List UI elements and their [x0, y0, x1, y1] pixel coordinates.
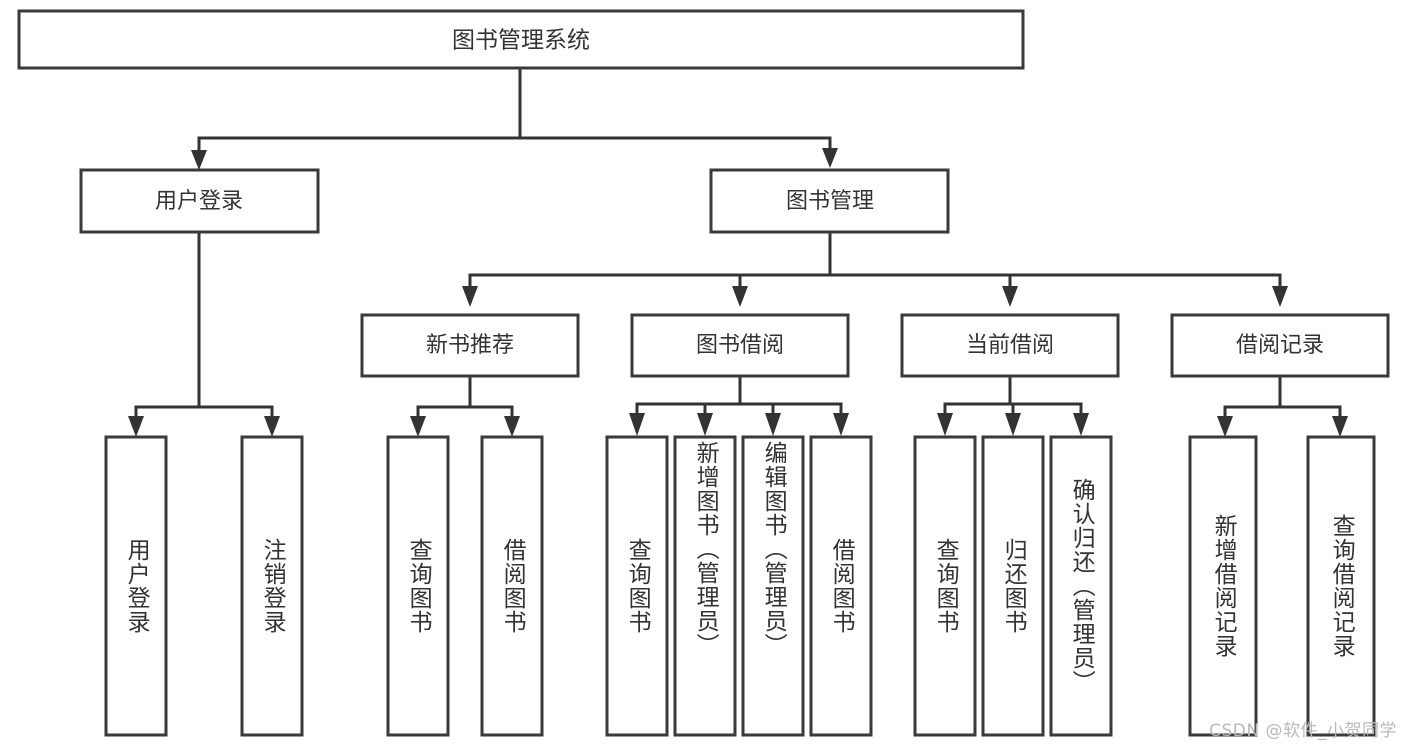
leaf-box-edit-book[interactable]	[741, 435, 805, 737]
arrow-head-leaf-borrow-book-1	[504, 416, 520, 437]
arrow-head-user-login	[191, 150, 207, 170]
connector-book-borrow-to-leaves	[629, 374, 849, 436]
leaf-box-borrow-book-1[interactable]	[480, 435, 544, 737]
leaf-box-confirm-return[interactable]	[1049, 435, 1113, 737]
node-book-management-rect[interactable]	[709, 168, 950, 234]
connectors-root	[128, 66, 1348, 437]
arrow-head-new-book-recommend	[462, 286, 478, 307]
leaf-box-query-record[interactable]	[1306, 435, 1376, 737]
node-book-management[interactable]: 图书管理	[709, 168, 950, 234]
node-user-login-rect[interactable]	[79, 168, 320, 234]
leaf-box-query-book-3[interactable]	[913, 435, 977, 737]
node-new-book-recommend-label: 新书推荐	[426, 333, 514, 358]
node-current-borrow-rect[interactable]	[900, 313, 1120, 378]
connector-book-management-to-level3	[462, 230, 1288, 307]
arrow-head-leaf-add-book	[697, 413, 713, 436]
arrow-head-book-borrow	[732, 286, 748, 307]
node-book-borrow-label: 图书借阅	[696, 333, 784, 358]
node-new-book-recommend[interactable]: 新书推荐	[360, 313, 580, 378]
arrow-head-leaf-confirm-return	[1073, 413, 1089, 436]
leaf-box-query-book-2[interactable]	[605, 435, 669, 737]
leaf-box-logout-login[interactable]	[240, 435, 304, 737]
node-root-system-label: 图书管理系统	[452, 28, 590, 54]
leaf-box-add-book[interactable]	[673, 435, 737, 737]
leaf-box-query-book-1[interactable]	[386, 435, 450, 737]
arrow-head-leaf-return-book	[1005, 413, 1021, 436]
leaf-box-return-book[interactable]	[981, 435, 1045, 737]
node-user-login[interactable]: 用户登录	[79, 168, 320, 234]
node-borrow-record-rect[interactable]	[1170, 313, 1390, 378]
node-new-book-recommend-rect[interactable]	[360, 313, 580, 378]
node-current-borrow[interactable]: 当前借阅	[900, 313, 1120, 378]
node-borrow-record-label: 借阅记录	[1236, 333, 1324, 358]
node-book-borrow-rect[interactable]	[630, 313, 850, 378]
arrow-head-leaf-logout-login	[264, 416, 280, 437]
node-book-borrow[interactable]: 图书借阅	[630, 313, 850, 378]
arrow-head-leaf-query-book-2	[629, 413, 645, 436]
arrow-head-leaf-query-book-3	[937, 413, 953, 436]
node-borrow-record[interactable]: 借阅记录	[1170, 313, 1390, 378]
connector-user-login-to-leaves	[128, 230, 280, 437]
csdn-watermark: CSDN @软件_小贺同学	[1209, 721, 1397, 741]
arrow-head-leaf-query-record	[1332, 416, 1348, 437]
arrow-head-leaf-add-record	[1217, 416, 1233, 437]
node-root-system-rect[interactable]	[17, 9, 1025, 70]
connector-new-book-recommend-to-leaves	[410, 374, 520, 437]
node-root-system[interactable]: 图书管理系统	[17, 9, 1025, 70]
arrow-head-leaf-edit-book	[765, 413, 781, 436]
leaf-box-add-record[interactable]	[1188, 435, 1258, 737]
arrow-head-leaf-user-login	[128, 416, 144, 437]
connector-borrow-record-to-leaves	[1217, 374, 1348, 437]
node-current-borrow-label: 当前借阅	[966, 333, 1054, 358]
node-user-login-label: 用户登录	[155, 189, 243, 214]
arrow-head-current-borrow	[1002, 286, 1018, 307]
leaf-box-borrow-book-2[interactable]	[809, 435, 873, 737]
arrow-head-leaf-borrow-book-2	[833, 413, 849, 436]
leaf-box-user-login[interactable]	[104, 435, 168, 737]
node-book-management-label: 图书管理	[786, 189, 874, 214]
connector-current-borrow-to-leaves	[937, 374, 1089, 436]
arrow-head-borrow-record	[1272, 286, 1288, 307]
connector-root-to-level2	[191, 66, 838, 170]
arrow-head-leaf-query-book-1	[410, 416, 426, 437]
arrow-head-book-management	[822, 148, 838, 168]
